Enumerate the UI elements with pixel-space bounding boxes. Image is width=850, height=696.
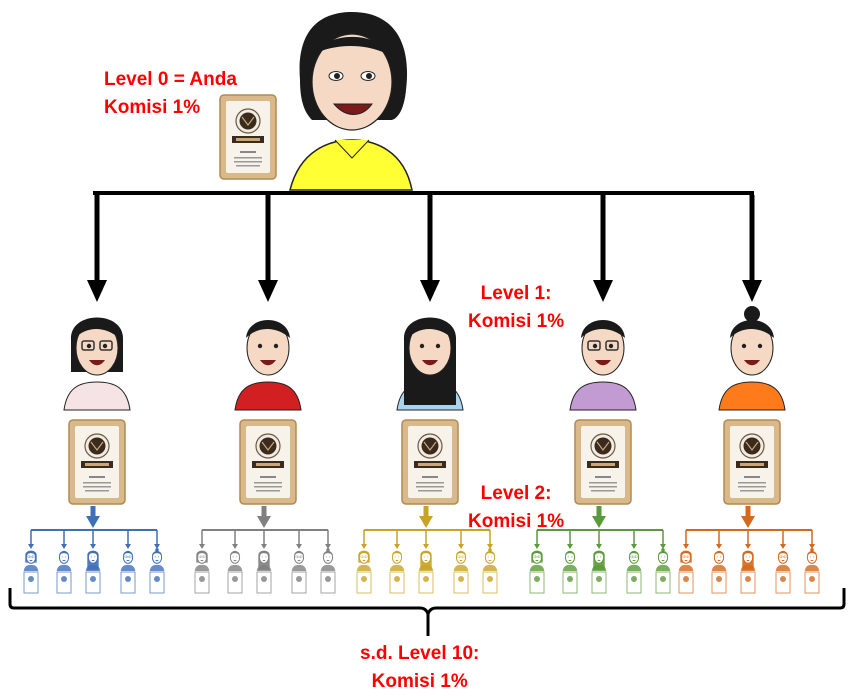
mini-bag-icon [85, 571, 101, 594]
arrow-head-icon [419, 516, 433, 528]
arrow-head-icon [257, 516, 271, 528]
person-avatar [711, 550, 727, 571]
mini-bag-icon [120, 571, 136, 594]
level2-subtree [529, 506, 671, 594]
rice-bag-icon [68, 419, 126, 505]
arrow-head-icon [742, 280, 762, 302]
mini-bag-icon [356, 571, 372, 594]
person-avatar [529, 550, 545, 571]
level10-commission: Komisi 1% [371, 671, 468, 692]
level10-title: s.d. Level 10: [360, 643, 480, 664]
mini-bag-icon [23, 571, 39, 594]
person-avatar [23, 550, 39, 571]
level10-label: s.d. Level 10: Komisi 1% [360, 640, 479, 696]
mini-bag-icon [626, 571, 642, 594]
person-avatar [591, 550, 607, 571]
mini-bag-icon [227, 571, 243, 594]
mini-bag-icon [678, 571, 694, 594]
arrow-head-icon [593, 280, 613, 302]
mini-bag-icon [418, 571, 434, 594]
level2-title: Level 2: [480, 483, 552, 504]
level2-subtree [23, 506, 165, 594]
person-avatar [234, 320, 302, 411]
arrow-head-icon [86, 516, 100, 528]
person-avatar [120, 550, 136, 571]
person-avatar [85, 550, 101, 571]
mini-bag-icon [389, 571, 405, 594]
person-avatar [194, 550, 210, 571]
person-avatar [149, 548, 165, 571]
mini-bag-icon [711, 571, 727, 594]
level2-commission: Komisi 1% [468, 511, 565, 532]
mini-bag-icon [529, 571, 545, 594]
level0-commission: Komisi 1% [104, 97, 201, 118]
mini-bag-icon [453, 571, 469, 594]
rice-bag-icon [723, 419, 781, 505]
level1-commission: Komisi 1% [468, 311, 565, 332]
person-avatar [418, 550, 434, 571]
rice-bag-icon [401, 419, 459, 505]
mini-bag-icon [562, 571, 578, 594]
person-avatar [396, 317, 464, 411]
person-avatar [804, 548, 820, 571]
arrow-head-icon [87, 280, 107, 302]
level2-subtree [356, 506, 498, 594]
person-avatar [775, 550, 791, 571]
level2-subtree [194, 506, 336, 594]
mini-bag-icon [591, 571, 607, 594]
mini-bag-icon [56, 571, 72, 594]
person-avatar [626, 550, 642, 571]
mini-bag-icon [320, 571, 336, 594]
mini-bag-icon [194, 571, 210, 594]
arrow-head-icon [592, 516, 606, 528]
root-avatar [289, 12, 413, 191]
level0-title: Level 0 = Anda [104, 69, 237, 90]
arrow-head-icon [741, 516, 755, 528]
person-avatar [740, 550, 756, 571]
mini-bag-icon [482, 571, 498, 594]
level1-arrows [87, 195, 762, 302]
mini-bag-icon [256, 571, 272, 594]
mini-bag-icon [804, 571, 820, 594]
arrow-head-icon [420, 280, 440, 302]
mini-bag-icon [655, 571, 671, 594]
level1-label: Level 1: Komisi 1% [468, 280, 564, 336]
person-avatar [320, 548, 336, 571]
level2-subtree [678, 506, 820, 594]
person-avatar [256, 550, 272, 571]
mini-bag-icon [149, 571, 165, 594]
mini-bag-icon [740, 571, 756, 594]
rice-bag-icon [239, 419, 297, 505]
person-avatar [482, 548, 498, 571]
person-avatar [453, 550, 469, 571]
mini-bag-icon [775, 571, 791, 594]
person-avatar [678, 550, 694, 571]
level1-title: Level 1: [480, 283, 552, 304]
person-avatar [56, 550, 72, 571]
person-avatar [389, 550, 405, 571]
person-avatar [227, 550, 243, 571]
person-avatar [291, 550, 307, 571]
bracket [8, 588, 846, 636]
level2-label: Level 2: Komisi 1% [468, 480, 564, 536]
person-avatar [562, 550, 578, 571]
person-avatar [63, 317, 131, 411]
person-avatar [718, 306, 786, 411]
mini-bag-icon [291, 571, 307, 594]
person-avatar [569, 320, 637, 411]
level0-label: Level 0 = Anda Komisi 1% [104, 66, 237, 122]
person-avatar [356, 550, 372, 571]
person-avatar [655, 548, 671, 571]
arrow-head-icon [258, 280, 278, 302]
rice-bag-icon [574, 419, 632, 505]
